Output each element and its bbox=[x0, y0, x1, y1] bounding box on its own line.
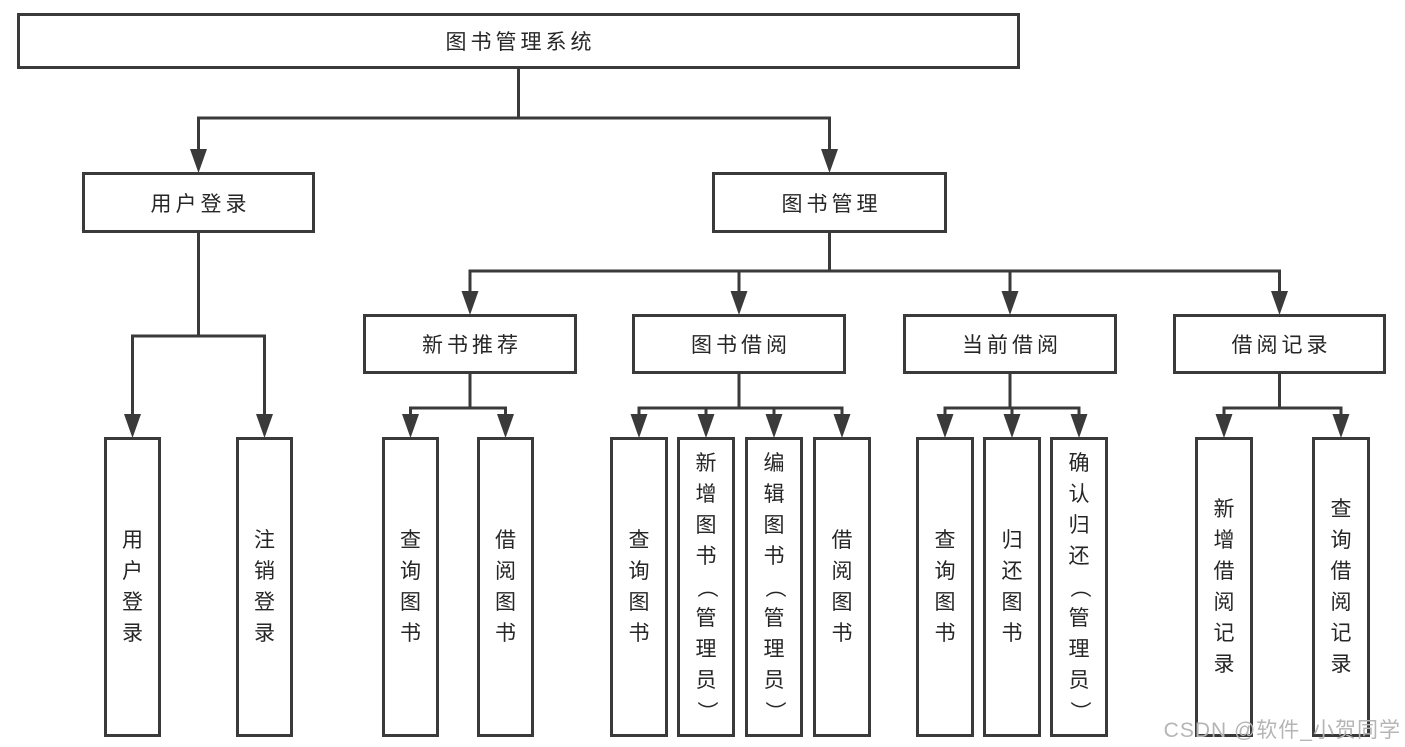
node-user-login-group: 用户登录 bbox=[82, 172, 315, 233]
arrowhead-icon bbox=[1070, 414, 1088, 438]
node-leaf-return-book: 归还图书 bbox=[983, 437, 1041, 737]
node-label: 归还图书 bbox=[1001, 529, 1023, 645]
node-borrow-record: 借阅记录 bbox=[1173, 314, 1386, 374]
node-leaf-query-book-1: 查询图书 bbox=[382, 437, 439, 737]
arrowhead-icon bbox=[497, 414, 514, 438]
arrowhead-icon bbox=[124, 414, 141, 438]
node-label: 新增借阅记录 bbox=[1213, 498, 1235, 676]
arrowhead-icon bbox=[697, 414, 715, 438]
node-label: 用户登录 bbox=[122, 529, 143, 645]
node-library-management-system: 图书管理系统 bbox=[17, 13, 1020, 69]
node-leaf-add-book-admin: 新增图书（管理员） bbox=[677, 437, 735, 737]
node-book-management: 图书管理 bbox=[712, 172, 947, 233]
watermark-text: CSDN @软件_小贺同学 bbox=[1163, 719, 1401, 742]
node-leaf-logout: 注销登录 bbox=[236, 437, 293, 737]
node-label: 新增图书（管理员） bbox=[694, 451, 718, 722]
node-label: 查询图书 bbox=[628, 529, 650, 645]
node-label: 查询借阅记录 bbox=[1330, 498, 1352, 676]
node-leaf-borrow-book-2: 借阅图书 bbox=[813, 437, 871, 737]
node-label: 新书推荐 bbox=[422, 334, 522, 357]
node-label: 当前借阅 bbox=[962, 334, 1062, 357]
node-label: 查询图书 bbox=[400, 529, 421, 645]
arrowhead-icon bbox=[821, 149, 838, 173]
arrowhead-icon bbox=[190, 149, 207, 173]
node-label: 查询图书 bbox=[934, 529, 956, 645]
node-book-borrow: 图书借阅 bbox=[632, 314, 846, 374]
node-leaf-confirm-return-admin: 确认归还（管理员） bbox=[1050, 437, 1108, 737]
arrowhead-icon bbox=[461, 291, 479, 315]
arrowhead-icon bbox=[765, 414, 783, 438]
node-leaf-query-book-2: 查询图书 bbox=[610, 437, 668, 737]
node-label: 编辑图书（管理员） bbox=[762, 451, 786, 722]
node-label: 图书管理 bbox=[781, 192, 882, 216]
node-label: 确认归还（管理员） bbox=[1067, 451, 1091, 722]
node-leaf-query-borrow-record: 查询借阅记录 bbox=[1312, 437, 1370, 737]
node-label: 借阅图书 bbox=[495, 529, 516, 645]
node-leaf-query-book-3: 查询图书 bbox=[916, 437, 974, 737]
arrowhead-icon bbox=[936, 414, 954, 438]
arrowhead-icon bbox=[1215, 414, 1233, 438]
arrowhead-icon bbox=[256, 414, 273, 438]
arrowhead-icon bbox=[730, 291, 748, 315]
node-label: 用户登录 bbox=[150, 192, 251, 216]
node-leaf-add-borrow-record: 新增借阅记录 bbox=[1195, 437, 1253, 737]
node-leaf-user-login: 用户登录 bbox=[104, 437, 161, 737]
arrowhead-icon bbox=[1271, 291, 1288, 315]
node-label: 图书借阅 bbox=[691, 334, 791, 357]
node-leaf-edit-book-admin: 编辑图书（管理员） bbox=[745, 437, 803, 737]
node-label: 图书管理系统 bbox=[445, 31, 596, 54]
node-leaf-borrow-book-1: 借阅图书 bbox=[477, 437, 534, 737]
arrowhead-icon bbox=[833, 414, 851, 438]
arrowhead-icon bbox=[1001, 291, 1019, 315]
node-current-borrow: 当前借阅 bbox=[903, 314, 1117, 374]
arrowhead-icon bbox=[630, 414, 648, 438]
arrowhead-icon bbox=[1332, 414, 1350, 438]
node-label: 借阅记录 bbox=[1231, 334, 1332, 357]
node-label: 注销登录 bbox=[254, 529, 275, 645]
arrowhead-icon bbox=[402, 414, 419, 438]
node-label: 借阅图书 bbox=[831, 529, 853, 645]
arrowhead-icon bbox=[1003, 414, 1021, 438]
node-new-book-recommend: 新书推荐 bbox=[363, 314, 577, 374]
